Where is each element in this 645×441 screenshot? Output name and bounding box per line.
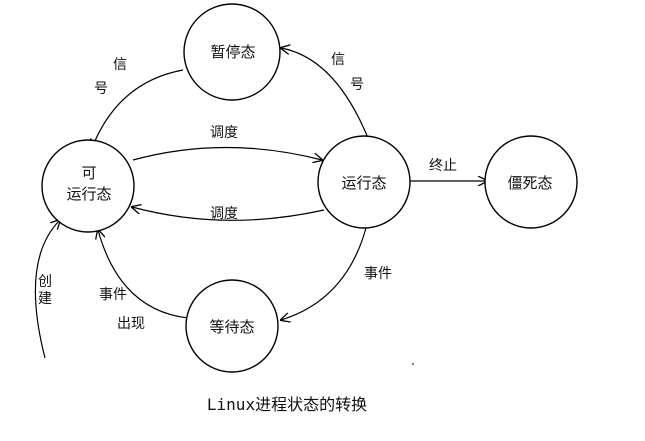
state-running-label: 运行态 [341,174,386,192]
state-suspended [183,3,281,101]
label-waiting-ready-2: 出现 [117,316,145,332]
edge-running-to-suspended [281,48,369,139]
edge-running-to-ready [132,207,325,221]
state-waiting [185,279,279,373]
state-ready-label-line2: 运行态 [66,185,111,203]
label-create-1: 创 [38,274,52,290]
label-terminate: 终止 [429,158,457,174]
state-ready-label-line1: 可 [81,164,96,182]
state-suspended-label: 暂停态 [210,43,255,61]
state-zombie-label: 僵死态 [507,174,552,192]
edge-ready-to-running [132,146,322,161]
label-waiting-ready-1: 事件 [99,287,127,303]
edge-waiting-to-ready [98,230,189,319]
label-schedule-top: 调度 [210,125,238,141]
edge-running-to-waiting [281,227,367,320]
label-create-2: 建 [38,291,52,307]
state-ready [41,139,135,233]
stray-dot [412,363,414,365]
state-zombie [484,135,578,229]
state-running [317,135,411,229]
label-running-suspended-2: 号 [350,77,364,93]
diagram-caption: Linux进程状态的转换 [207,395,367,414]
label-running-suspended-1: 信 [331,52,345,68]
edge-create-to-ready [34,220,60,359]
label-suspended-ready-2: 号 [94,81,108,97]
label-suspended-ready-1: 信 [113,57,127,73]
state-waiting-label: 等待态 [209,318,254,336]
label-running-waiting: 事件 [364,266,392,282]
edge-suspended-to-ready [92,69,184,148]
label-schedule-bottom: 调度 [210,206,238,222]
